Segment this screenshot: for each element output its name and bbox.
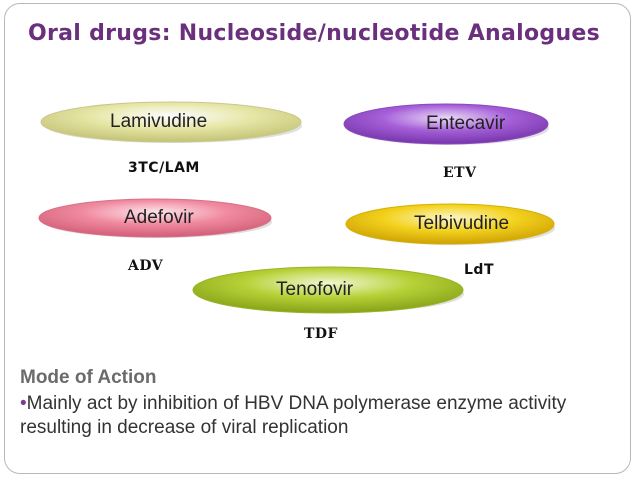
slide-frame [4,3,631,474]
drug-tenofovir: Tenofovir [190,265,466,315]
ellipse-lamivudine [40,101,302,143]
drug-adefovir: Adefovir [36,197,274,239]
ellipse-adefovir [38,198,272,238]
drug-name-adefovir: Adefovir [124,207,194,228]
drug-abbr-entecavir: ETV [443,165,477,181]
drug-entecavir: Entecavir [342,102,550,146]
drug-name-tenofovir: Tenofovir [276,279,354,300]
mode-of-action-text: •Mainly act by inhibition of HBV DNA pol… [20,392,580,440]
drug-abbr-adefovir: ADV [128,258,164,274]
mode-of-action-description: Mainly act by inhibition of HBV DNA poly… [20,393,567,438]
mode-of-action-heading: Mode of Action [20,367,157,388]
ellipse-telbivudine [345,203,555,245]
ellipse-tenofovir [192,266,464,314]
drug-lamivudine: Lamivudine [38,100,304,144]
bullet-marker: • [20,393,27,414]
drug-abbr-tenofovir: TDF [304,326,338,342]
drug-name-lamivudine: Lamivudine [110,111,208,132]
drug-abbr-lamivudine: 3TC/LAM [128,160,200,176]
drug-name-entecavir: Entecavir [426,113,506,134]
ellipse-entecavir [343,103,549,145]
slide-title: Oral drugs: Nucleoside/nucleotide Analog… [28,21,601,46]
drug-name-telbivudine: Telbivudine [414,213,510,234]
drug-telbivudine: Telbivudine [344,202,556,246]
drug-abbr-telbivudine: LdT [464,262,494,278]
